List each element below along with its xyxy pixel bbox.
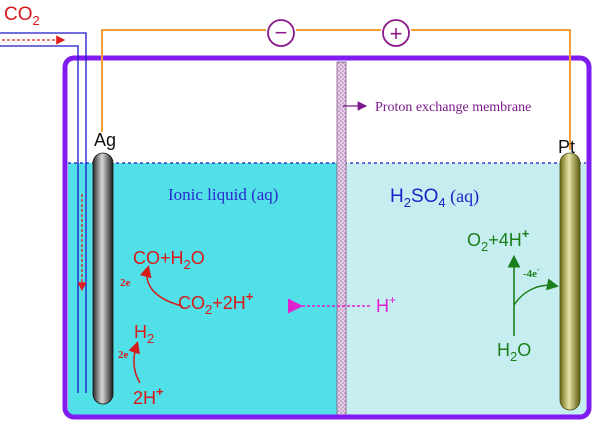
co2-pipe-outer [0,32,87,393]
minus-sign: − [275,20,288,45]
anode-electrons-label: -4e- [523,265,540,280]
anode-label: Pt [558,137,575,157]
cathode-label: Ag [94,130,116,150]
membrane-label: Proton exchange membrane [375,100,531,115]
plus-sign: + [390,21,403,46]
water-reactant-label: H2O [497,340,531,364]
protons-reactant-label: 2H+ [133,384,164,408]
ionic-liquid-label: Ionic liquid (aq) [168,185,278,204]
hydrogen-evolution-arrow [128,341,141,384]
proton-label: H+ [376,293,396,316]
cell-container [62,55,592,420]
sulfuric-acid-label: H2SO4 (aq) [390,186,479,210]
positive-terminal [382,19,410,47]
hydrogen-evolution-electrons: 2e [118,349,129,361]
co2-reduction-arrow [139,265,183,307]
electron-release-arrow [513,278,559,306]
co2-inlet-label: CO2 [4,4,40,28]
sulfuric-acid-solution [346,163,586,415]
anode-wire [411,29,571,150]
pt-anode [559,152,581,411]
co-product-label: CO+H2O [133,248,205,272]
o2-product-label: O2+4H+ [467,226,530,254]
negative-terminal [267,19,295,47]
co2-reactant-label: CO2+2H+ [178,289,254,317]
co2-reduction-electrons: 2e [120,277,131,289]
cathode-wire [101,29,266,132]
h2-product-label: H2 [134,322,154,346]
proton-exchange-membrane [336,61,347,417]
co2-pipe-inner [0,45,79,393]
ag-cathode [92,152,114,405]
